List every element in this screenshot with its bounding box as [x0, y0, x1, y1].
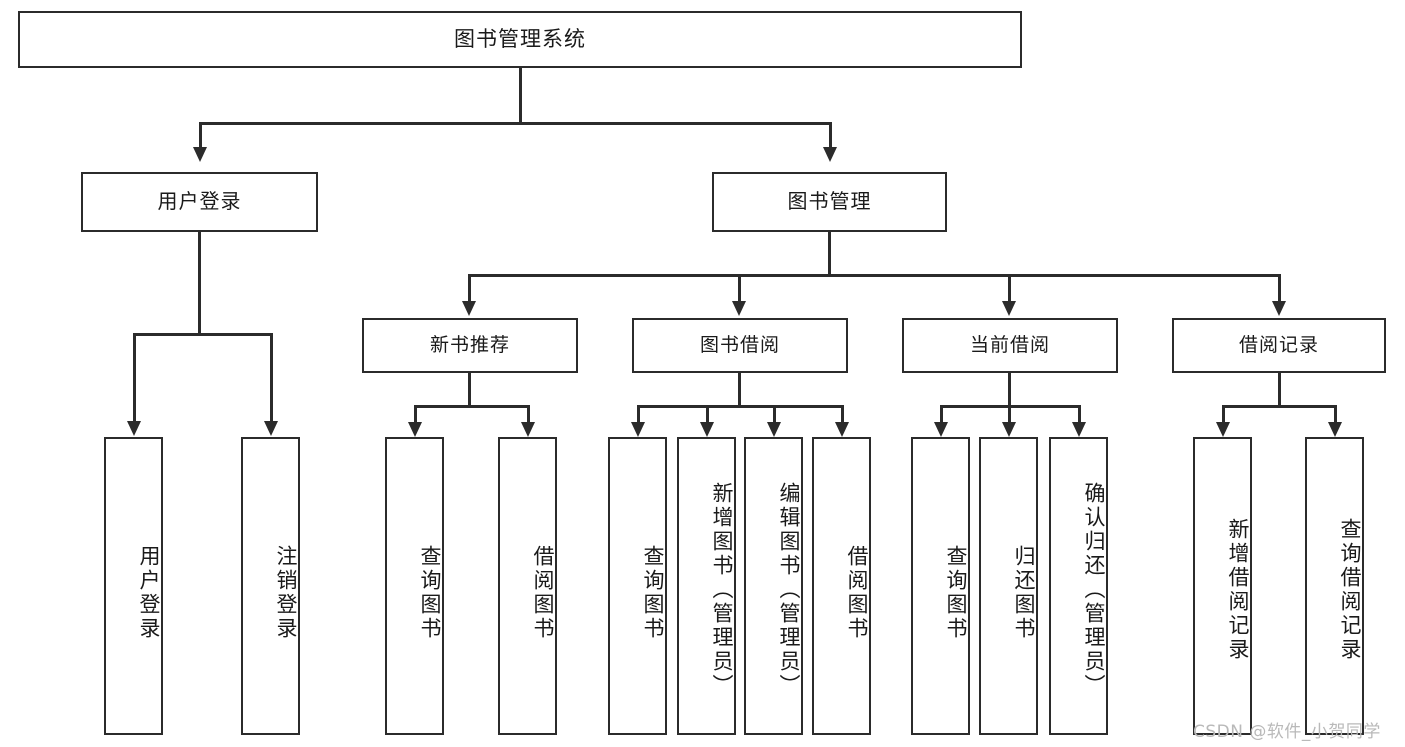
leaf-current-borrow-return-books[interactable]: 归还图书: [979, 437, 1038, 735]
connector-bm-drop-1: [468, 274, 471, 301]
connector-bb-drop-3: [773, 405, 776, 422]
node-current-borrow[interactable]: 当前借阅: [902, 318, 1118, 373]
connector-cb-drop-1: [940, 405, 943, 422]
connector-user-login-stem: [198, 232, 201, 335]
connector-nb-drop-1: [414, 405, 417, 422]
node-user-login[interactable]: 用户登录: [81, 172, 318, 232]
node-book-management[interactable]: 图书管理: [712, 172, 947, 232]
arrowhead-user-login-leaf-2: [264, 421, 278, 436]
arrowhead-root-to-user-login: [193, 147, 207, 162]
leaf-borrow-record-add-record[interactable]: 新增借阅记录: [1193, 437, 1252, 735]
connector-root-bus: [199, 122, 831, 125]
node-book-borrow[interactable]: 图书借阅: [632, 318, 848, 373]
connector-bm-drop-2: [738, 274, 741, 301]
connector-bb-drop-4: [841, 405, 844, 422]
leaf-book-borrow-add-book-admin[interactable]: 新增图书（管理员）: [677, 437, 736, 735]
leaf-current-borrow-query-books[interactable]: 查询图书: [911, 437, 970, 735]
connector-bb-drop-2: [706, 405, 709, 422]
connector-br-drop-2: [1334, 405, 1337, 422]
arrowhead-bb-leaf-4: [835, 422, 849, 437]
leaf-book-borrow-query-books[interactable]: 查询图书: [608, 437, 667, 735]
connector-new-book-bus: [414, 405, 530, 408]
connector-book-borrow-stem: [738, 373, 741, 407]
connector-new-book-stem: [468, 373, 471, 407]
arrowhead-cb-leaf-1: [934, 422, 948, 437]
connector-book-borrow-bus: [637, 405, 844, 408]
connector-current-borrow-stem: [1008, 373, 1011, 407]
arrowhead-bb-leaf-3: [767, 422, 781, 437]
leaf-borrow-record-query-record[interactable]: 查询借阅记录: [1305, 437, 1364, 735]
csdn-watermark: CSDN @软件_小贺同学: [1193, 722, 1381, 742]
connector-user-login-drop-2: [270, 333, 273, 421]
arrowhead-br-leaf-1: [1216, 422, 1230, 437]
arrowhead-root-to-book-management: [823, 147, 837, 162]
connector-bb-drop-1: [637, 405, 640, 422]
connector-book-management-stem: [828, 232, 831, 276]
connector-cb-drop-2: [1008, 405, 1011, 422]
connector-current-borrow-bus: [940, 405, 1081, 408]
node-new-book-recommend[interactable]: 新书推荐: [362, 318, 578, 373]
connector-user-login-bus: [133, 333, 272, 336]
leaf-book-borrow-borrow-books[interactable]: 借阅图书: [812, 437, 871, 735]
node-borrow-record[interactable]: 借阅记录: [1172, 318, 1386, 373]
connector-bm-drop-4: [1278, 274, 1281, 301]
leaf-user-login-login[interactable]: 用户登录: [104, 437, 163, 735]
arrowhead-nb-leaf-1: [408, 422, 422, 437]
connector-book-management-bus: [468, 274, 1280, 277]
leaf-current-borrow-confirm-return-admin[interactable]: 确认归还（管理员）: [1049, 437, 1108, 735]
leaf-new-book-borrow-books[interactable]: 借阅图书: [498, 437, 557, 735]
arrowhead-bb-leaf-1: [631, 422, 645, 437]
connector-br-drop-1: [1222, 405, 1225, 422]
leaf-user-login-logout[interactable]: 注销登录: [241, 437, 300, 735]
arrowhead-nb-leaf-2: [521, 422, 535, 437]
connector-bm-drop-3: [1008, 274, 1011, 301]
connector-root-drop-1: [199, 122, 202, 147]
connector-nb-drop-2: [527, 405, 530, 422]
connector-cb-drop-3: [1078, 405, 1081, 422]
arrowhead-br-leaf-2: [1328, 422, 1342, 437]
node-root-book-management-system[interactable]: 图书管理系统: [18, 11, 1022, 68]
connector-root-drop-2: [829, 122, 832, 147]
arrowhead-bb-leaf-2: [700, 422, 714, 437]
leaf-book-borrow-edit-book-admin[interactable]: 编辑图书（管理员）: [744, 437, 803, 735]
arrowhead-cb-leaf-2: [1002, 422, 1016, 437]
arrowhead-bm-to-new-book: [462, 301, 476, 316]
leaf-new-book-query-books[interactable]: 查询图书: [385, 437, 444, 735]
arrowhead-cb-leaf-3: [1072, 422, 1086, 437]
arrowhead-bm-to-borrow-record: [1272, 301, 1286, 316]
arrowhead-bm-to-book-borrow: [732, 301, 746, 316]
connector-borrow-record-bus: [1222, 405, 1337, 408]
connector-root-stem: [519, 68, 522, 124]
arrowhead-user-login-leaf-1: [127, 421, 141, 436]
connector-borrow-record-stem: [1278, 373, 1281, 407]
connector-user-login-drop-1: [133, 333, 136, 421]
arrowhead-bm-to-current-borrow: [1002, 301, 1016, 316]
